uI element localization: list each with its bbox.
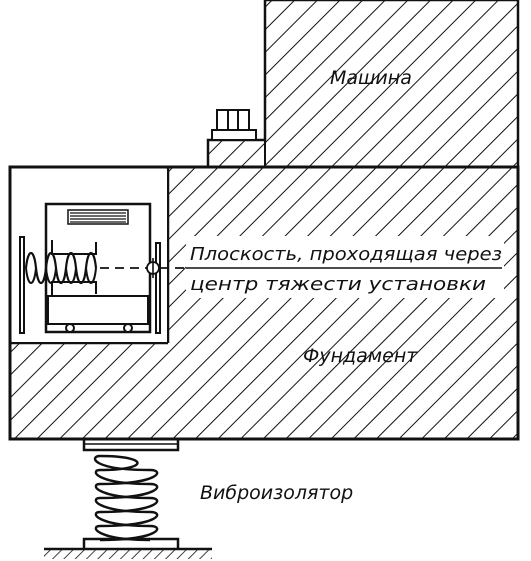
plane-label-line-2: центр тяжести установки bbox=[190, 274, 486, 295]
plane-label-backing bbox=[186, 236, 504, 298]
foundation-label: Фундамент bbox=[303, 345, 418, 367]
ground bbox=[44, 547, 212, 559]
isolator-label: Виброизолятор bbox=[200, 482, 353, 504]
bolt-head bbox=[211, 109, 257, 141]
vibration-isolator bbox=[82, 439, 180, 549]
plane-label-line-1: Плоскость, проходящая через bbox=[190, 244, 502, 265]
machine-label: Машина bbox=[330, 67, 412, 89]
small-spring bbox=[24, 251, 98, 285]
foundation bbox=[8, 165, 520, 441]
